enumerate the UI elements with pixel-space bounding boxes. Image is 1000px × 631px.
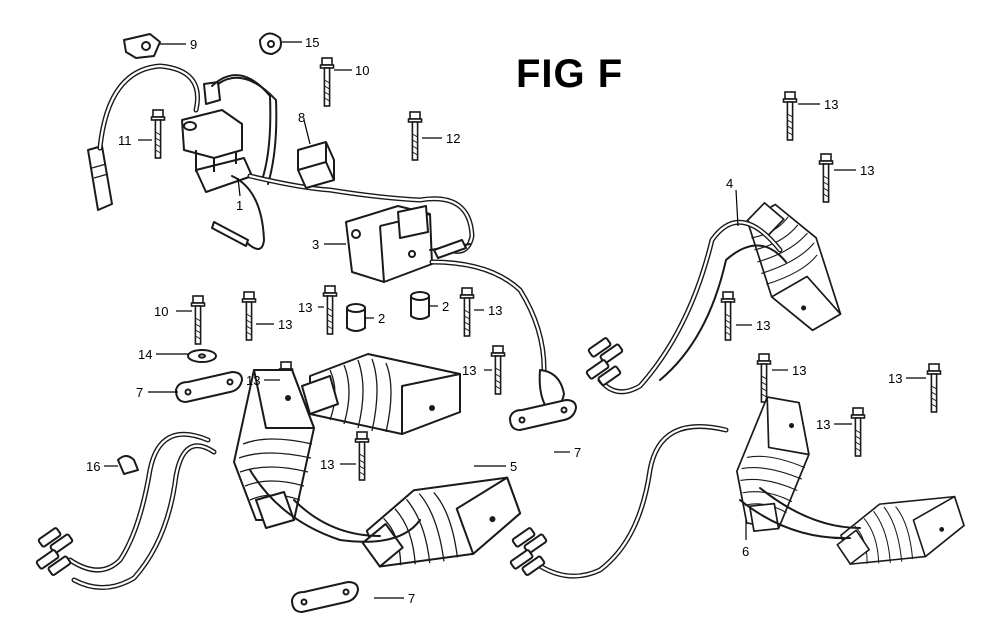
callout-13: 13 (298, 300, 312, 315)
leader-lines (104, 41, 926, 599)
callout-13: 13 (320, 457, 334, 472)
callout-7: 7 (574, 445, 581, 460)
callout-2: 2 (378, 311, 385, 326)
callout-7: 7 (136, 385, 143, 400)
callout-3: 3 (312, 237, 319, 252)
callout-13: 13 (246, 373, 260, 388)
callout-10: 10 (355, 63, 369, 78)
callout-5: 5 (510, 459, 517, 474)
callout-13: 13 (278, 317, 292, 332)
callout-13: 13 (756, 318, 770, 333)
callout-2: 2 (442, 299, 449, 314)
callout-11: 11 (118, 133, 132, 148)
callout-6: 6 (742, 544, 749, 559)
callout-14: 14 (138, 347, 152, 362)
lower-left-coil-set (35, 285, 577, 613)
callout-13: 13 (488, 303, 502, 318)
figure-title: FIG F (516, 52, 624, 96)
callout-labels: 9 15 10 11 8 12 1 3 2 2 10 13 13 13 14 7… (86, 35, 902, 606)
callout-13: 13 (792, 363, 806, 378)
lower-right-coil-set (509, 291, 971, 583)
callout-4: 4 (726, 176, 733, 191)
callout-9: 9 (190, 37, 197, 52)
callout-7: 7 (408, 591, 415, 606)
callout-13: 13 (860, 163, 874, 178)
callout-13: 13 (816, 417, 830, 432)
callout-16: 16 (86, 459, 100, 474)
igniter-unit (345, 205, 565, 412)
callout-8: 8 (298, 110, 305, 125)
ignition-coil-assembly (87, 32, 475, 254)
callout-13: 13 (888, 371, 902, 386)
callout-12: 12 (446, 131, 460, 146)
callout-1: 1 (236, 198, 243, 213)
callout-15: 15 (305, 35, 319, 50)
callout-13: 13 (824, 97, 838, 112)
callout-13: 13 (462, 363, 476, 378)
upper-right-coil-set (585, 91, 857, 395)
callout-10: 10 (154, 304, 168, 319)
